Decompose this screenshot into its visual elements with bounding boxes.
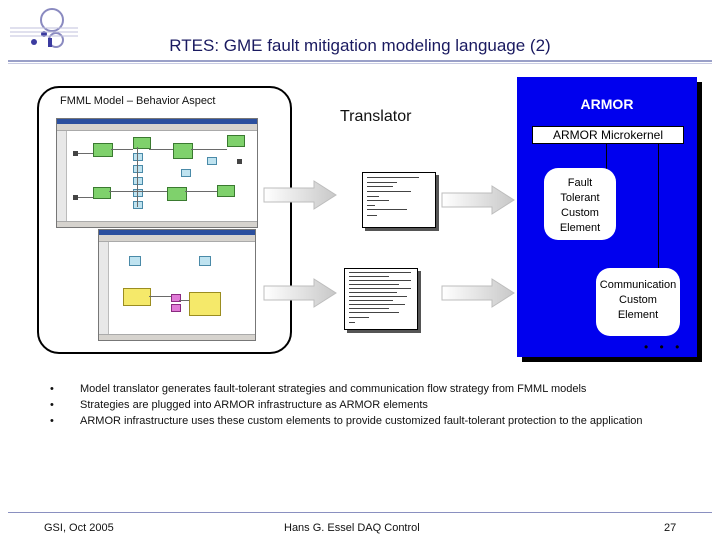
- model-state-box: [133, 137, 151, 149]
- model-port-box: [133, 201, 143, 209]
- model-port-box: [207, 157, 217, 165]
- screenshot-sidebar: [57, 131, 67, 227]
- arrow-right-icon: [263, 278, 337, 308]
- model-connection: [137, 147, 138, 207]
- screenshot-titlebar: [57, 119, 257, 124]
- element-line: Element: [617, 309, 659, 321]
- microkernel-connector: [658, 144, 659, 272]
- armor-ellipsis: • • •: [644, 340, 684, 354]
- bullet-marker: •: [50, 415, 54, 427]
- model-node: [237, 159, 242, 164]
- arrow-right-icon: [263, 180, 337, 210]
- model-link-box: [171, 294, 181, 302]
- bullet-text: Strategies are plugged into ARMOR infras…: [80, 399, 428, 411]
- screenshot-canvas: [67, 131, 257, 227]
- model-connection: [109, 191, 167, 192]
- model-connection: [78, 153, 93, 154]
- screenshot-toolbar: [57, 124, 257, 131]
- model-port-box: [199, 256, 211, 266]
- model-connection: [179, 300, 189, 301]
- model-component-box: [189, 292, 221, 316]
- gme-behavior-screenshot: [56, 118, 258, 228]
- screenshot-statusbar: [57, 221, 257, 227]
- model-state-box: [227, 135, 245, 147]
- slide-title: RTES: GME fault mitigation modeling lang…: [169, 36, 551, 55]
- element-line: Element: [559, 222, 601, 234]
- model-connection: [191, 149, 227, 150]
- element-line: Tolerant: [560, 192, 600, 204]
- microkernel-connector: [606, 144, 607, 170]
- page-number: 27: [664, 522, 677, 534]
- model-state-box: [93, 187, 111, 199]
- screenshot-canvas: [109, 242, 255, 340]
- screenshot-sidebar: [99, 242, 109, 340]
- element-line: Communication: [599, 279, 677, 291]
- generated-strategy-document: [362, 172, 436, 228]
- title-divider-secondary: [8, 63, 712, 64]
- model-port-box: [133, 189, 143, 197]
- model-state-box: [167, 187, 187, 201]
- bullet-text: ARMOR infrastructure uses these custom e…: [80, 415, 643, 427]
- fmml-model-label: FMML Model – Behavior Aspect: [60, 95, 216, 107]
- model-port-box: [133, 177, 143, 185]
- screenshot-statusbar: [99, 334, 255, 340]
- model-state-box: [217, 185, 235, 197]
- model-connection: [149, 296, 171, 297]
- screenshot-titlebar: [99, 230, 255, 235]
- element-line: Fault: [567, 177, 593, 189]
- element-line: Custom: [619, 294, 657, 306]
- model-node: [73, 151, 78, 156]
- bullet-marker: •: [50, 383, 54, 395]
- arrow-right-icon: [441, 185, 515, 215]
- element-line: Custom: [561, 207, 599, 219]
- model-component-box: [123, 288, 151, 306]
- model-connection: [149, 149, 173, 150]
- footer-date: GSI, Oct 2005: [44, 522, 114, 534]
- model-node: [73, 195, 78, 200]
- bullet-marker: •: [50, 399, 54, 411]
- gsi-logo-icon: [10, 8, 78, 48]
- model-connection: [78, 197, 93, 198]
- gme-communication-screenshot: [98, 229, 256, 341]
- model-port-box: [129, 256, 141, 266]
- model-port-box: [133, 153, 143, 161]
- arrow-right-icon: [441, 278, 515, 308]
- screenshot-toolbar: [99, 235, 255, 242]
- fault-tolerant-custom-element: Fault Tolerant Custom Element: [544, 168, 616, 240]
- model-port-box: [133, 165, 143, 173]
- model-state-box: [173, 143, 193, 159]
- title-divider: [8, 60, 712, 62]
- translator-label: Translator: [340, 108, 412, 125]
- armor-microkernel: ARMOR Microkernel: [532, 126, 684, 144]
- bullet-text: Model translator generates fault-toleran…: [80, 383, 587, 395]
- model-port-box: [181, 169, 191, 177]
- armor-title: ARMOR: [580, 96, 634, 112]
- model-state-box: [93, 143, 113, 157]
- model-connection: [185, 191, 217, 192]
- generated-communication-document: [344, 268, 418, 330]
- model-connection: [111, 149, 133, 150]
- communication-custom-element: Communication Custom Element: [596, 268, 680, 336]
- footer-author: Hans G. Essel DAQ Control: [284, 522, 420, 534]
- footer-divider: [8, 512, 712, 513]
- model-link-box: [171, 304, 181, 312]
